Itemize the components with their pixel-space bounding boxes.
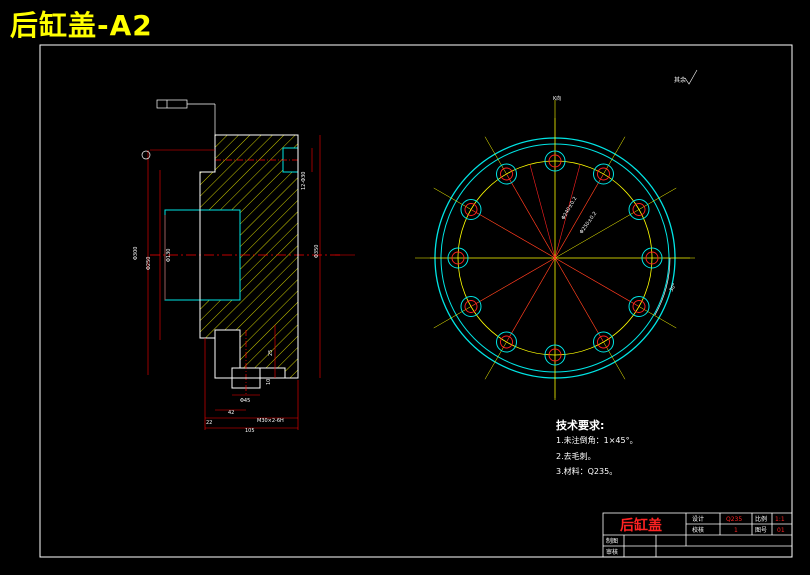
tech-requirements-heading: 技术要求: (556, 419, 605, 432)
dimension-radial (554, 173, 604, 259)
drawing-title: 后缸盖-A2 (10, 9, 153, 42)
bolt-hole-inner (500, 167, 513, 181)
bolt-hole-inner (464, 300, 478, 313)
radial-lines (415, 118, 695, 398)
datum-a-marker (141, 150, 151, 160)
bolt-hole-inner (597, 335, 610, 349)
bolt-hole-inner (548, 348, 562, 362)
bolt-hole-outer (641, 247, 663, 269)
svg-text:Φ45: Φ45 (240, 398, 250, 404)
bolt-holes (447, 150, 663, 366)
value-sheet: 01 (777, 527, 785, 534)
label-review: 审核 (606, 548, 618, 556)
part-name: 后缸盖 (620, 517, 662, 534)
svg-text:Φ350: Φ350 (314, 245, 320, 258)
svg-text:42: 42 (228, 410, 234, 416)
label-check: 校核 (692, 526, 704, 534)
svg-text:Φ250: Φ250 (146, 257, 152, 270)
section-view: Φ300 Φ250 Φ130 Φ350 12-Φ30 Φ45 42 22 105… (133, 99, 355, 434)
tech-requirement-2: 2.去毛刺。 (556, 452, 596, 461)
dimension-radial (470, 257, 556, 307)
bolt-hole-inner (451, 251, 465, 265)
svg-text:25: 25 (268, 350, 274, 356)
label-design: 设计 (692, 515, 704, 523)
svg-text:Φ130: Φ130 (166, 249, 172, 262)
radial-line (554, 187, 677, 259)
bolt-hole-outer (447, 247, 469, 269)
bolt-hole-outer (628, 199, 650, 220)
bolt-hole-outer (496, 331, 517, 353)
bolt-hole-outer (544, 344, 566, 366)
svg-text:30°: 30° (669, 282, 679, 293)
dimension-radial (506, 173, 556, 259)
dimension-radial (506, 257, 556, 343)
dimension-radial (554, 257, 604, 343)
bolt-hole-inner (464, 203, 478, 216)
dimension-radial (529, 164, 556, 259)
label-drawn: 制图 (606, 537, 618, 545)
bolt-hole-inner (632, 300, 646, 313)
tech-requirement-3: 3.材料：Q235。 (556, 467, 618, 476)
drawing-frame (39, 44, 793, 558)
value-scale: 1:1 (775, 516, 785, 523)
bolt-hole-outer (460, 296, 482, 317)
bolt-hole-inner (597, 167, 610, 181)
bolt-hole-outer (628, 296, 650, 317)
value-material: Q235 (726, 516, 742, 523)
tech-requirement-1: 1.未注倒角：1×45°。 (556, 436, 638, 445)
title-block (602, 512, 793, 558)
dimension-radial (554, 257, 640, 307)
svg-text:K向: K向 (553, 95, 561, 102)
value-quantity: 1 (734, 527, 738, 534)
bolt-hole-outer (496, 163, 517, 185)
svg-text:Φ240±0.2: Φ240±0.2 (561, 196, 579, 221)
dimension-radial (554, 164, 581, 259)
bolt-hole-inner (632, 203, 646, 216)
svg-text:M30×2-6H: M30×2-6H (257, 418, 284, 424)
bolt-hole-outer (593, 163, 614, 185)
roughness-label: 其余 (674, 76, 686, 84)
bolt-hole-inner (645, 251, 659, 265)
svg-text:10: 10 (266, 379, 272, 385)
end-view: Φ240±0.2 Φ250±0.2 30° K向 其余 (415, 69, 698, 400)
bolt-hole-inner (500, 335, 513, 349)
bolt-hole-outer (593, 331, 614, 353)
label-sheet: 图号 (755, 527, 767, 534)
bolt-hole-inner (548, 154, 562, 168)
svg-text:105: 105 (245, 428, 255, 434)
dimension-radial (470, 209, 556, 259)
svg-text:12-Φ30: 12-Φ30 (301, 172, 307, 190)
svg-text:Φ250±0.2: Φ250±0.2 (579, 211, 599, 235)
bolt-hole-outer (460, 199, 482, 220)
label-scale: 比例 (755, 515, 767, 523)
svg-text:Φ300: Φ300 (133, 247, 139, 260)
bolt-hole-outer (544, 150, 566, 172)
svg-text:22: 22 (206, 420, 212, 426)
